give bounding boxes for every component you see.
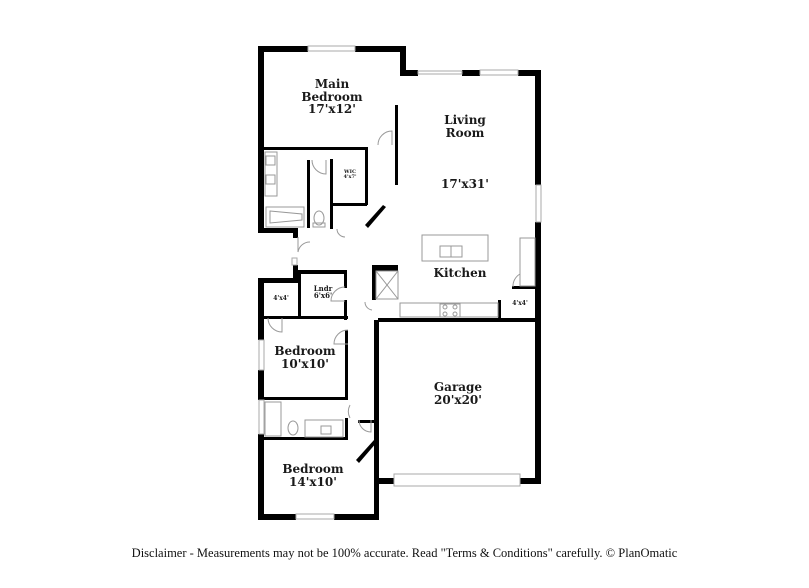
room-name: Living: [444, 113, 486, 127]
room-dimensions: 4'x4': [512, 300, 528, 307]
room-name: Garage: [433, 380, 483, 394]
room-label-bedroom-2: Bedroom 10'x10': [265, 345, 345, 370]
room-label-wic: WIC 4'x7': [338, 169, 362, 181]
room-name: Bedroom: [274, 344, 336, 358]
room-label-closet: 4'x4': [266, 295, 296, 302]
room-dimensions: 17'x31': [441, 177, 489, 191]
room-name: Bedroom: [282, 462, 344, 476]
room-dimensions: 4'x4': [273, 295, 289, 302]
room-dimensions: 4'x7': [343, 174, 357, 181]
disclaimer-text: Disclaimer - Measurements may not be 100…: [131, 546, 678, 560]
room-dimensions: 17'x12': [308, 102, 356, 117]
room-dimensions: 20'x20': [434, 392, 482, 407]
room-label-laundry: Lndr 6'x6': [305, 285, 341, 300]
room-dimensions: 14'x10': [289, 474, 337, 489]
room-name: Main: [314, 77, 350, 91]
fixtures: [264, 130, 536, 438]
room-label-bedroom-3: Bedroom 14'x10': [273, 463, 353, 488]
room-label-main-bedroom: Main Bedroom 17'x12': [292, 78, 372, 116]
room-dimensions-living-room: 17'x31': [430, 178, 500, 191]
room-dimensions: 10'x10': [281, 356, 329, 371]
room-label-living-room: Living Room: [430, 114, 500, 139]
room-name: Lndr: [313, 284, 333, 293]
interior-walls: [264, 105, 538, 463]
room-label-kitchen: Kitchen: [420, 267, 500, 280]
room-name: Room: [445, 125, 485, 140]
exterior-walls: [258, 46, 541, 520]
windows: [258, 45, 542, 520]
room-label-pantry: 4'x4': [505, 300, 535, 307]
room-name: Bedroom: [301, 89, 363, 104]
room-name: Kitchen: [433, 266, 487, 280]
room-label-garage: Garage 20'x20': [418, 381, 498, 406]
room-name: WIC: [344, 169, 356, 175]
room-dimensions: 6'x6': [313, 291, 333, 301]
